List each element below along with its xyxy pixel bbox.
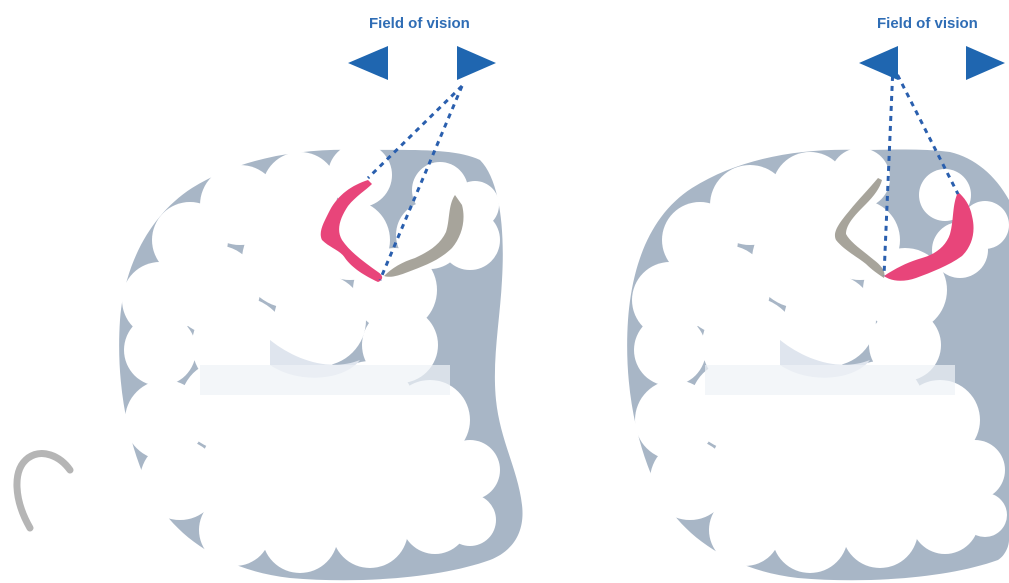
left-hook-shape [17,454,70,528]
left-hook-dot [67,467,73,473]
left-midline-fade [200,365,450,395]
left-fov-label: Field of vision [369,15,470,32]
left-panel: Field of vision [17,15,523,580]
right-midline-fade [705,365,955,395]
right-panel: Field of vision [627,15,1009,580]
right-triangle-left-icon [859,46,898,80]
left-triangle-right-icon [457,46,496,80]
right-fov-label: Field of vision [877,15,978,32]
right-triangle-right-icon [966,46,1005,80]
left-triangle-left-icon [348,46,388,80]
